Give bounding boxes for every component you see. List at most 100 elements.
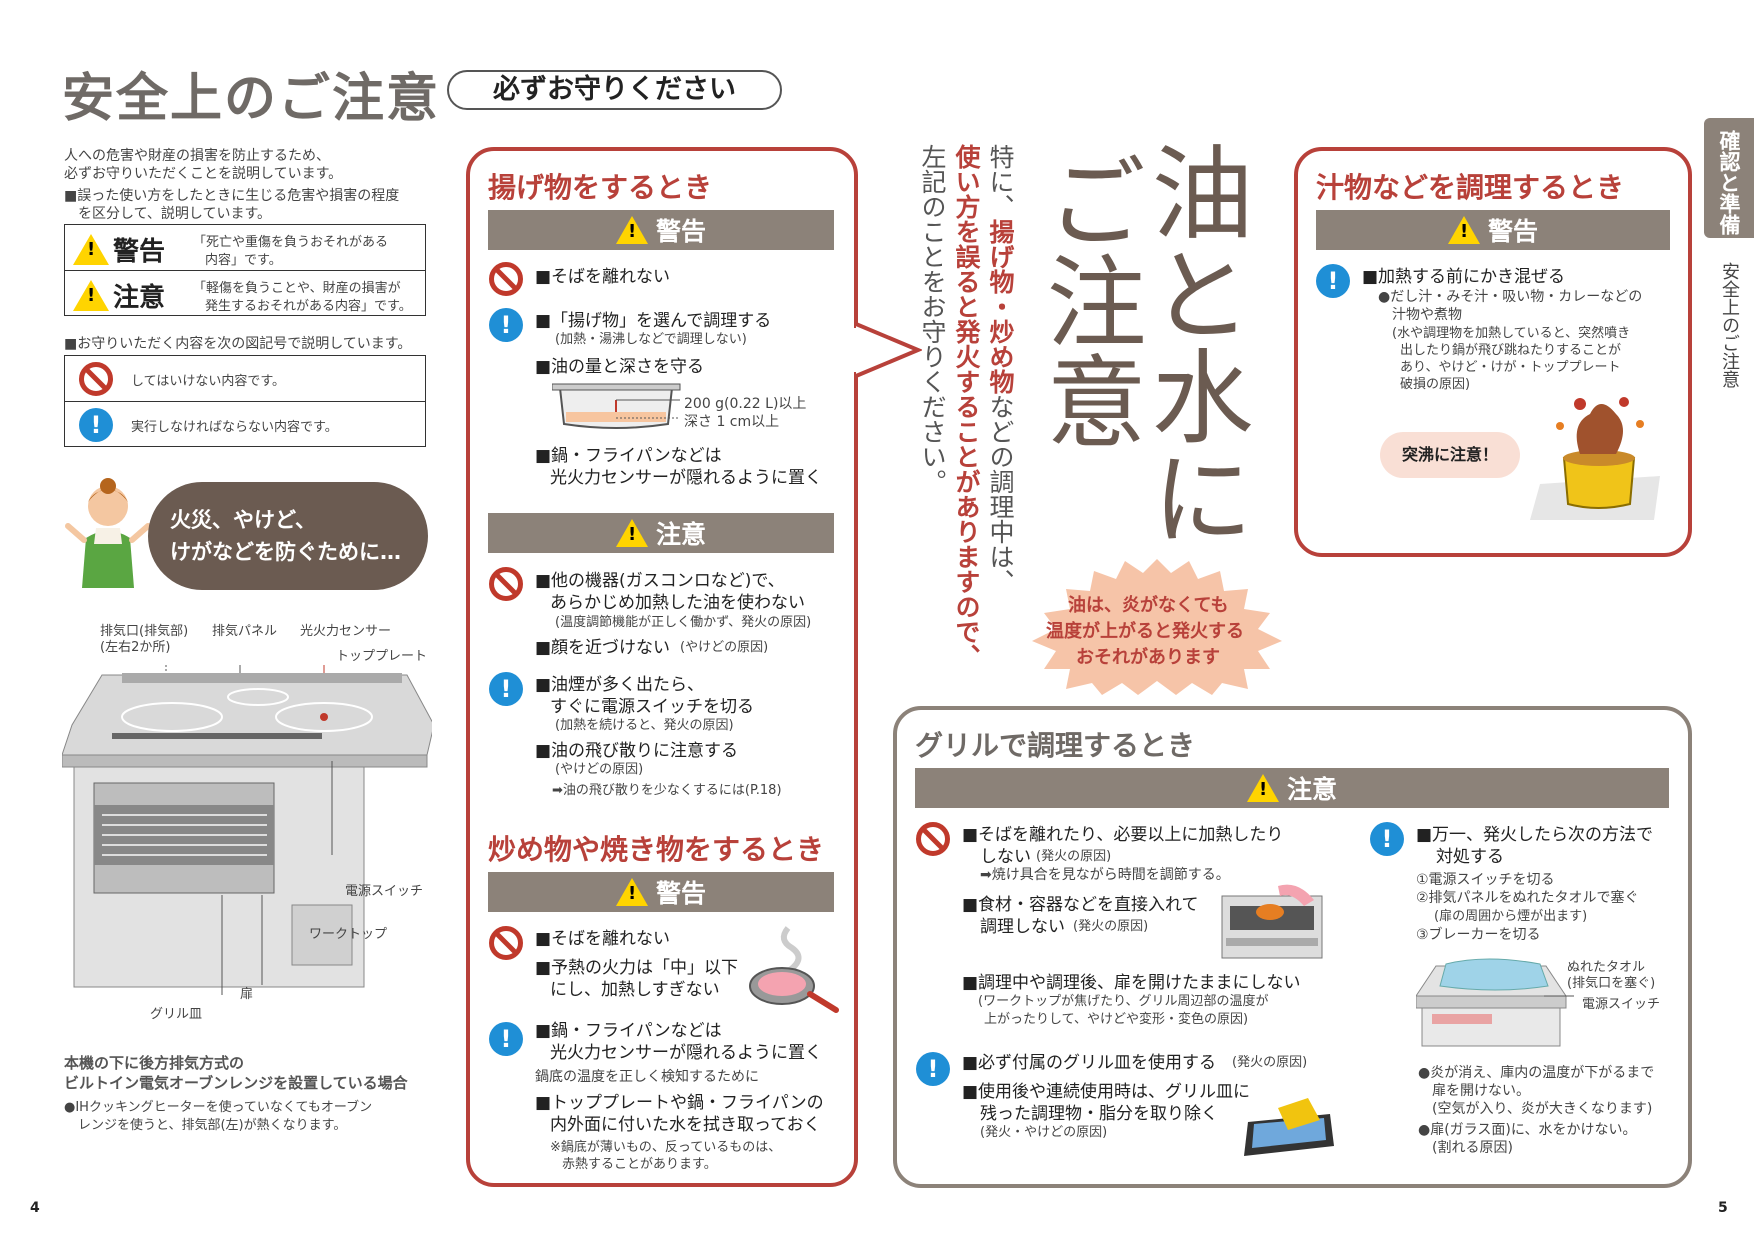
grill-after-2: 扉を開けない。 xyxy=(1432,1083,1530,1099)
fry-c4-ref[interactable]: ➡油の飛び散りを少なくするには(P.18) xyxy=(552,783,782,798)
oven-note-title-2: ビルトイン電気オーブンレンジを設置している場合 xyxy=(64,1074,408,1092)
grill-after-5: (割れる原因) xyxy=(1432,1140,1513,1156)
stirfry-w4a: ■トッププレートや鍋・フライパンの xyxy=(535,1093,824,1113)
fry-c1-sub: (温度調節機能が正しく働かず、発火の原因) xyxy=(555,615,812,630)
grill-p2b-sub: (発火の原因) xyxy=(1073,919,1149,934)
caution-legend-label: 注意 xyxy=(113,283,166,313)
intro-line-2: 必ずお守りいただくことを説明しています。 xyxy=(64,166,343,182)
grill-pan-illustration xyxy=(1244,1098,1334,1156)
grill-m2b: 残った調理物・脂分を取り除く xyxy=(980,1104,1218,1124)
label-exhaust: 排気口(排気部) xyxy=(100,624,189,639)
grill-m2a: ■使用後や連続使用時は、グリル皿に xyxy=(962,1082,1251,1102)
grill-p2b: 調理しない xyxy=(980,917,1065,937)
grill-f-step-2: ②排気パネルをぬれたタオルで塞ぐ xyxy=(1416,890,1639,906)
side-section-label: 安全上のご注意 xyxy=(1719,262,1740,388)
fry-c3-sub: (加熱を続けると、発火の原因) xyxy=(555,718,734,733)
grill-m1-sub: (発火の原因) xyxy=(1232,1055,1308,1070)
warning-triangle-icon xyxy=(615,878,648,906)
grill-p1b: しない xyxy=(980,847,1031,867)
mandatory-icon: ! xyxy=(79,408,113,442)
fry-c4-sub: (やけどの原因) xyxy=(555,762,644,777)
stirfry-w3b: 光火力センサーが隠れるように置く xyxy=(550,1043,822,1063)
fry-c4: ■油の飛び散りに注意する xyxy=(535,741,739,761)
caution-triangle-icon xyxy=(1246,774,1279,802)
caution-legend: 注意 xyxy=(73,277,165,314)
grill-m1: ■必ず付属のグリル皿を使用する xyxy=(962,1053,1217,1073)
fry-c1b: あらかじめ加熱した油を使わない xyxy=(550,593,805,613)
soup-m1-f: 破損の原因) xyxy=(1400,377,1471,392)
grill-switch-label: 電源スイッチ xyxy=(1582,997,1661,1012)
must-follow-badge-label: 必ずお守りください xyxy=(493,74,736,105)
burst-line-2: 温度が上がると発火する xyxy=(1046,621,1244,642)
fry-c2-sub: (やけどの原因) xyxy=(680,640,769,655)
grill-after-3: (空気が入り、炎が大きくなります) xyxy=(1432,1101,1653,1117)
label-exhaust-sub: (左右2か所) xyxy=(100,640,171,655)
prohibited-icon xyxy=(489,567,523,601)
grill-after-1: ●炎が消え、庫内の温度が下がるまで xyxy=(1418,1065,1655,1081)
fry-oil-depth: 深さ 1 cm以上 xyxy=(684,414,780,430)
prohibited-icon xyxy=(489,262,523,296)
fry-c3b: すぐに電源スイッチを切る xyxy=(550,697,754,717)
soup-m1-d: 出したり鍋が飛び跳ねたりすることが xyxy=(1400,343,1622,358)
boiling-pot-illustration xyxy=(1530,397,1660,520)
wet-towel-illustration xyxy=(1416,958,1574,1047)
side-tab[interactable] xyxy=(1704,118,1754,238)
fry-panel xyxy=(466,147,858,1187)
stirfry-w4b: 内外面に付いた水を拭き取っておく xyxy=(550,1115,821,1135)
grill-f-step-2b: (扉の周囲から煙が出ます) xyxy=(1434,909,1588,924)
mandatory-desc: 実行しなければならない内容です。 xyxy=(131,420,338,435)
mandatory-icon: ! xyxy=(489,308,523,342)
warning-legend: 警告 xyxy=(73,231,165,268)
soup-m1-b: 汁物や煮物 xyxy=(1392,307,1462,323)
warning-legend-desc-1: 「死亡や重傷を負うおそれがある xyxy=(193,235,389,250)
fry-c1a: ■他の機器(ガスコンロなど)で、 xyxy=(535,571,785,591)
fry-title: 揚げ物をするとき xyxy=(488,171,713,204)
page-number-right: 5 xyxy=(1718,1200,1728,1216)
soup-title: 汁物などを調理するとき xyxy=(1316,171,1625,204)
mandatory-icon: ! xyxy=(1370,822,1404,856)
grill-p2a: ■食材・容器などを直接入れて xyxy=(962,895,1199,915)
sub-col-1-a: 特に、 xyxy=(986,144,1015,219)
intro-line-4: を区分して、説明しています。 xyxy=(78,206,272,222)
grill-f1b: 対処する xyxy=(1436,847,1504,867)
bump-bubble: 突沸に注意！ xyxy=(1380,432,1520,478)
fry-w4b: 光火力センサーが隠れるように置く xyxy=(550,468,822,488)
grill-p3-sub-1: (ワークトップが焦げたり、グリル周辺部の温度が xyxy=(978,994,1269,1009)
stirfry-note-2: 赤熱することがあります。 xyxy=(562,1157,717,1172)
stirfry-w2b: にし、加熱しすぎない xyxy=(550,980,720,1000)
stirfry-w1: ■そばを離れない xyxy=(535,929,671,949)
oven-note-title-1: 本機の下に後方排気方式の xyxy=(64,1054,245,1072)
burst-shape xyxy=(1032,559,1282,695)
mandatory-icon: ! xyxy=(916,1052,950,1086)
frying-pan-illustration xyxy=(749,926,839,1013)
headline-col-1: 油と水に xyxy=(1134,140,1254,548)
fry-w2-sub: (加熱・湯沸しなどで調理しない) xyxy=(555,332,747,347)
grill-after-4: ●扉(ガラス面)に、水をかけない。 xyxy=(1418,1122,1637,1138)
warning-legend-desc-2: 内容」です。 xyxy=(205,253,282,268)
label-power-switch: 電源スイッチ xyxy=(345,884,424,899)
intro-line-1: 人への危害や財産の損害を防止するため、 xyxy=(64,148,330,164)
grill-p3-sub-2: 上がったりして、やけどや変形・変色の原因) xyxy=(984,1012,1249,1027)
fry-warning-label: 警告 xyxy=(655,217,706,246)
sub-col-1: 特に、揚げ物・炒め物などの調理中は、 xyxy=(982,144,1018,594)
caution-legend-desc-1: 「軽傷を負うことや、財産の損害が xyxy=(193,281,401,296)
sub-col-3: 左記のことをお守りください。 xyxy=(918,144,947,494)
symbols-box: してはいけない内容です。 ! 実行しなければならない内容です。 xyxy=(64,355,426,447)
prohibited-desc: してはいけない内容です。 xyxy=(131,374,286,389)
soup-m1-e: あり、やけど・けが・トッププレート xyxy=(1400,360,1621,375)
fry-w1: ■そばを離れない xyxy=(535,267,671,287)
mandatory-icon: ! xyxy=(489,672,523,706)
must-follow-badge: 必ずお守りください xyxy=(447,70,782,110)
stirfry-warning-bar: 警告 xyxy=(488,872,834,912)
bump-bubble-label: 突沸に注意！ xyxy=(1401,445,1498,464)
fry-warning-bar: 警告 xyxy=(488,210,834,250)
stirfry-warning-label: 警告 xyxy=(655,879,706,908)
grill-p1b-sub: (発火の原因) xyxy=(1036,849,1112,864)
prohibited-icon xyxy=(916,822,950,856)
soup-warning-label: 警告 xyxy=(1487,217,1538,246)
symbols-intro: ■お守りいただく内容を次の図記号で説明しています。 xyxy=(64,336,412,352)
soup-m1: ■加熱する前にかき混ぜる xyxy=(1362,267,1566,287)
label-exhaust-panel: 排気パネル xyxy=(212,624,278,639)
stirfry-w3a: ■鍋・フライパンなどは xyxy=(535,1021,722,1041)
caution-triangle-icon xyxy=(615,519,648,547)
